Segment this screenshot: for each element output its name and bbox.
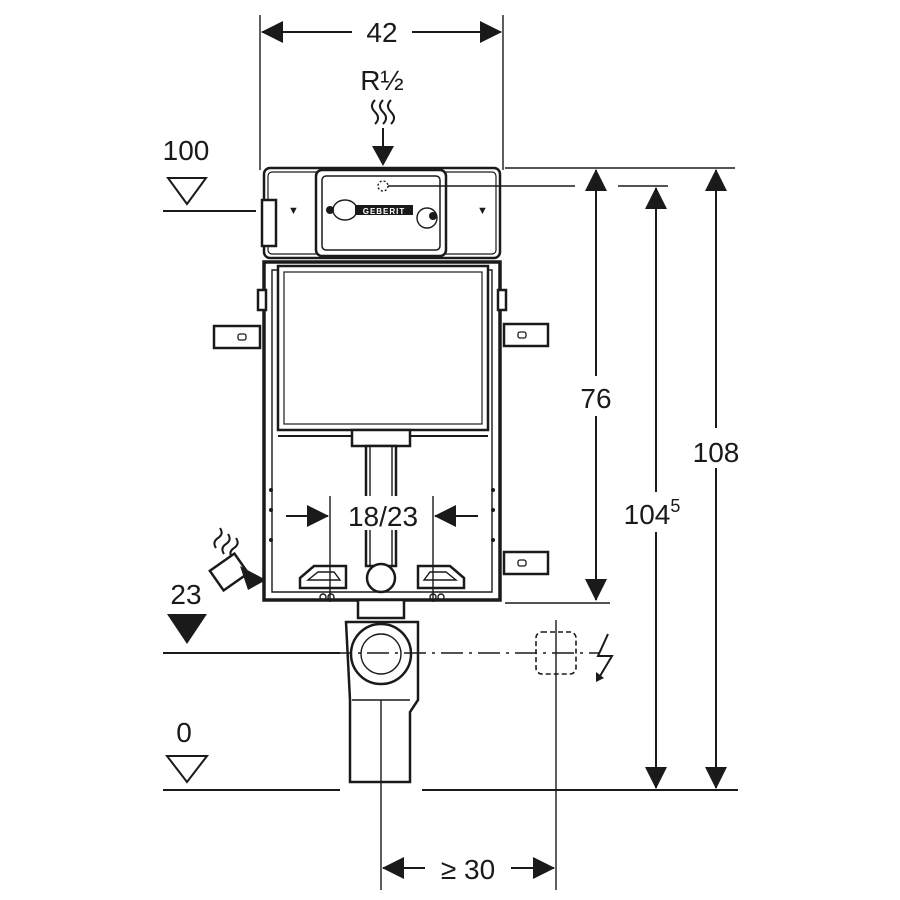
label-level-0: 0 [176, 717, 192, 748]
label-height-76: 76 [580, 383, 611, 414]
dimension-distance-30: ≥ 30 [382, 850, 555, 886]
label-height-104: 104 [624, 499, 671, 530]
water-inlet: R½ [360, 65, 404, 166]
bracket-right-top [502, 322, 550, 348]
label-height-108: 108 [693, 437, 740, 468]
dimension-height-108: 108 [684, 169, 750, 789]
level-marker-0: 0 [163, 717, 738, 791]
brand-label: GEBERIT [363, 207, 406, 216]
actuator-plate: GEBERIT [314, 168, 448, 258]
waste-elbow [344, 598, 420, 784]
bolt-feet [298, 564, 466, 601]
svg-text:1045: 1045 [624, 496, 681, 530]
label-width-42: 42 [366, 17, 397, 48]
label-distance-30: ≥ 30 [441, 854, 495, 885]
svg-text:▼: ▼ [288, 205, 299, 217]
electrical-socket [535, 631, 614, 682]
dimension-height-104-5: 1045 [612, 185, 702, 789]
dimension-height-76: 76 [568, 169, 624, 601]
label-height-104-sup: 5 [670, 496, 680, 516]
inlet-arrow-icon [372, 146, 394, 166]
level-marker-100: 100 [163, 135, 256, 212]
label-level-23: 23 [170, 579, 201, 610]
bracket-right-bottom [502, 550, 550, 576]
label-water-inlet: R½ [360, 65, 404, 96]
cistern-frame: ▼ ▼ GEBERIT [212, 166, 575, 602]
supply-icon [208, 527, 266, 593]
label-spacing-18-23: 18/23 [348, 501, 418, 532]
label-level-100: 100 [163, 135, 210, 166]
bracket-left-top [212, 324, 262, 350]
svg-text:▼: ▼ [477, 205, 488, 217]
dimension-spacing-18-23: 18/23 [286, 496, 478, 602]
level-marker-23: 23 [163, 579, 340, 654]
dimension-width-42: 42 [259, 14, 504, 170]
